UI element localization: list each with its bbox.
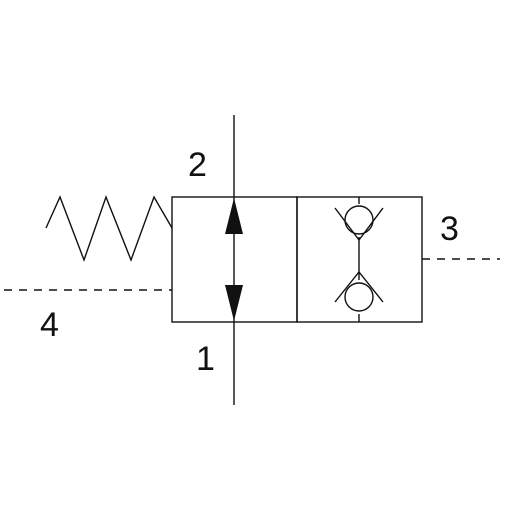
port-label-2: 2 bbox=[188, 146, 207, 184]
port-label-4: 4 bbox=[40, 306, 59, 344]
check-valve-lower-icon bbox=[334, 270, 384, 312]
spring-icon bbox=[45, 194, 173, 263]
arrow-up-icon bbox=[225, 198, 243, 234]
port-label-3: 3 bbox=[440, 210, 459, 248]
arrow-down-icon bbox=[225, 285, 243, 321]
check-valve-upper-icon bbox=[334, 205, 384, 242]
port-label-1: 1 bbox=[196, 340, 215, 378]
